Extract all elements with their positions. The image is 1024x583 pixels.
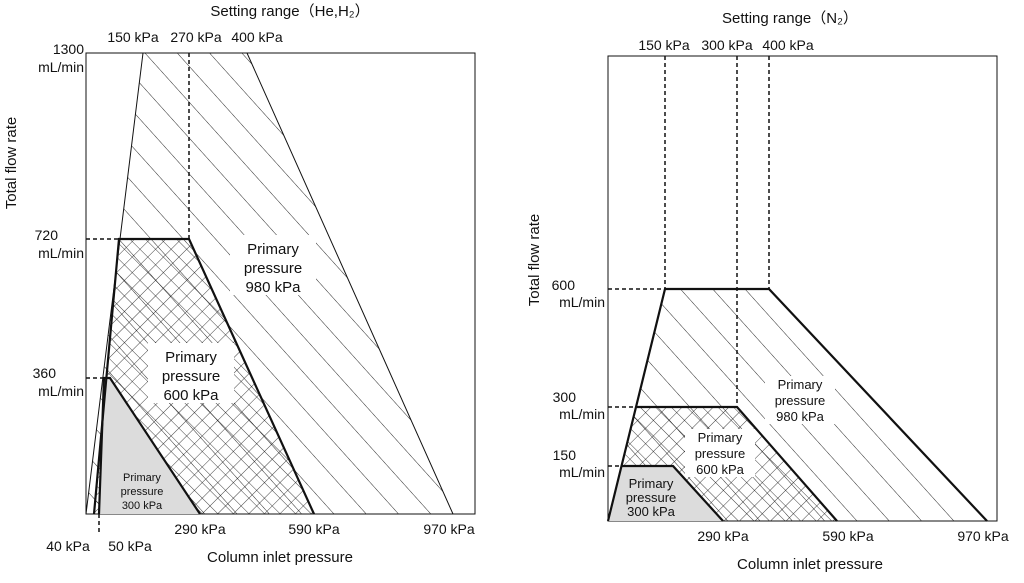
right-top-tick-400: 400 kPa: [762, 37, 814, 53]
right-y-tick-150: 150: [553, 447, 577, 463]
left-label-600-line1: Primary: [165, 349, 217, 366]
left-x-tick-970: 970 kPa: [423, 521, 475, 537]
right-label-600-line3: 600 kPa: [696, 462, 744, 477]
left-y-tick-720: 720: [35, 227, 59, 243]
left-label-980-line2: pressure: [244, 260, 302, 277]
left-x-tick-40: 40 kPa: [46, 538, 90, 554]
left-x-axis-label: Column inlet pressure: [207, 549, 353, 566]
right-label-600-bg: [685, 429, 755, 477]
right-label-980-bg: [765, 376, 835, 424]
left-chart-title: Setting range（He,H₂）: [210, 3, 369, 20]
right-label-300-line3: 300 kPa: [627, 504, 675, 519]
left-top-tick-270: 270 kPa: [170, 29, 222, 45]
left-label-980-line3: 980 kPa: [245, 279, 301, 296]
right-y-tick-600-unit: mL/min: [559, 294, 605, 310]
left-region-300: [99, 378, 200, 514]
right-y-tick-150-unit: mL/min: [559, 464, 605, 480]
right-label-300-line1: Primary: [629, 476, 674, 491]
left-x-tick-590: 590 kPa: [288, 521, 340, 537]
left-top-tick-400: 400 kPa: [231, 29, 283, 45]
left-x-tick-50: 50 kPa: [108, 538, 152, 554]
left-label-980-bg: [230, 235, 316, 295]
right-y-tick-600: 600: [552, 277, 576, 293]
right-chart: Setting range（N₂） 150 kPa 300 kPa 400 kP…: [526, 10, 1009, 573]
left-y-tick-720-unit: mL/min: [38, 245, 84, 261]
right-y-tick-300: 300: [553, 389, 577, 405]
right-label-600-line2: pressure: [695, 446, 746, 461]
right-top-tick-300: 300 kPa: [701, 37, 753, 53]
left-label-300-line1: Primary: [123, 472, 161, 484]
right-y-axis-label: Total flow rate: [526, 214, 543, 307]
left-label-600-bg: [148, 343, 234, 403]
right-y-tick-300-unit: mL/min: [559, 406, 605, 422]
right-label-980-line1: Primary: [778, 377, 823, 392]
right-top-tick-150: 150 kPa: [638, 37, 690, 53]
left-chart: Setting range（He,H₂） 150 kPa 270 kPa 400…: [3, 3, 476, 566]
left-top-tick-150: 150 kPa: [107, 29, 159, 45]
left-outline-300: [97, 376, 201, 515]
right-label-300-line2: pressure: [626, 490, 677, 505]
left-y-tick-1300-unit: mL/min: [38, 59, 84, 75]
left-y-axis-label: Total flow rate: [3, 117, 20, 210]
right-chart-title: Setting range（N₂）: [722, 10, 858, 27]
right-region-300: [608, 466, 723, 521]
left-label-600-line2: pressure: [162, 368, 220, 385]
left-label-300-line3: 300 kPa: [122, 500, 163, 512]
left-outline-600: [92, 237, 316, 515]
left-label-980-line1: Primary: [247, 241, 299, 258]
right-label-980-line2: pressure: [775, 393, 826, 408]
right-outline-980: [606, 287, 988, 522]
right-x-tick-290: 290 kPa: [697, 528, 749, 544]
left-label-600-line3: 600 kPa: [163, 387, 219, 404]
left-y-tick-360-unit: mL/min: [38, 383, 84, 399]
right-x-axis-label: Column inlet pressure: [737, 556, 883, 573]
right-x-tick-590: 590 kPa: [822, 528, 874, 544]
right-x-tick-970: 970 kPa: [957, 528, 1009, 544]
right-label-980-line3: 980 kPa: [776, 409, 824, 424]
left-y-tick-1300: 1300: [53, 41, 84, 57]
left-y-tick-360: 360: [33, 365, 57, 381]
left-x-tick-290: 290 kPa: [174, 521, 226, 537]
left-label-300-line2: pressure: [121, 486, 164, 498]
right-label-600-line1: Primary: [698, 430, 743, 445]
right-outline-300: [622, 464, 724, 522]
